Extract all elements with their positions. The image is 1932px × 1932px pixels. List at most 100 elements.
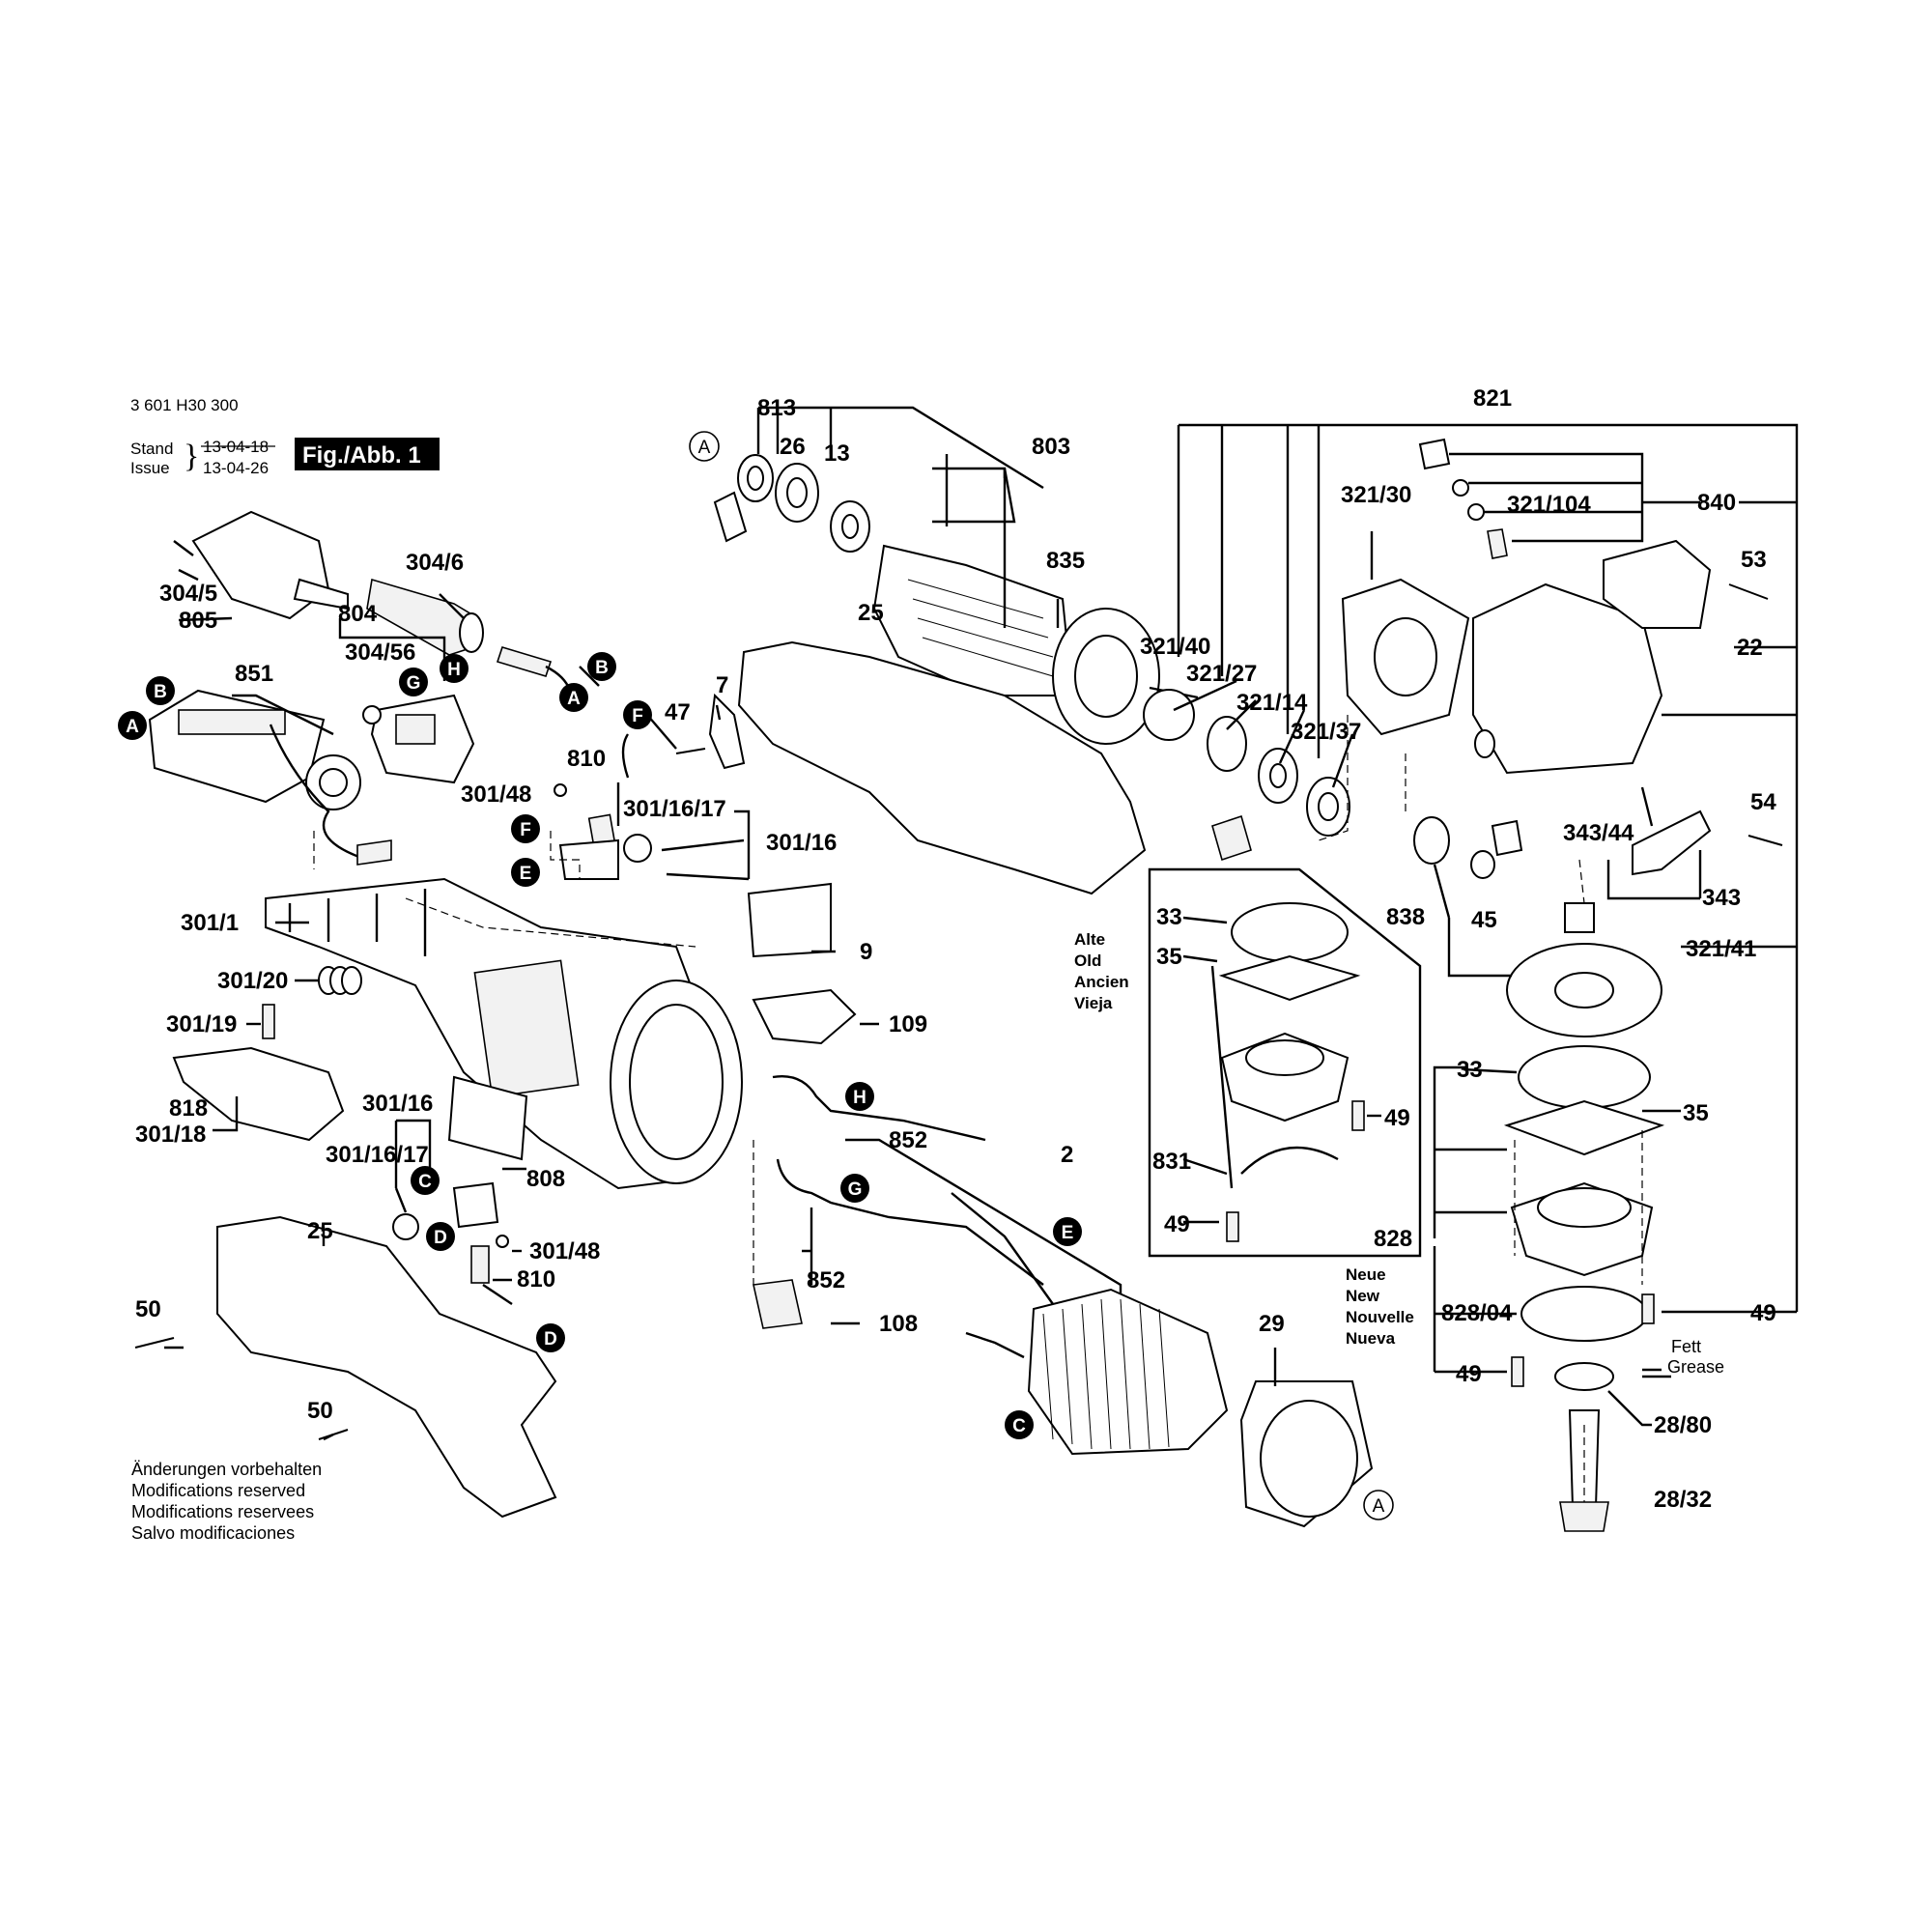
svg-text:F: F [520,820,531,840]
label-828: 828 [1374,1226,1412,1252]
svg-text:New: New [1346,1287,1380,1305]
label-22: 22 [1737,635,1763,661]
fan-baffle [1239,1380,1374,1528]
label-108: 108 [879,1311,918,1337]
cover-22 [1603,539,1712,629]
svg-text:A: A [126,717,139,737]
svg-text:Neue: Neue [1346,1265,1386,1284]
label-47: 47 [665,699,691,725]
gasket-35-new [1503,1099,1665,1156]
pinion-838 [1413,816,1450,865]
svg-text:C: C [1012,1416,1026,1436]
label-29: 29 [1259,1311,1285,1337]
assembly-dashes [313,715,1643,1502]
label-109: 109 [889,1011,927,1037]
connector-h-switch: H [440,654,469,683]
label-321-27: 321/27 [1186,661,1257,687]
electronics-module [148,689,392,866]
label-852-top: 852 [889,1127,927,1153]
svg-text:E: E [1062,1223,1074,1243]
label-321-37: 321/37 [1291,719,1361,745]
label-828-04: 828/04 [1441,1300,1513,1326]
svg-text:Vieja: Vieja [1074,994,1113,1012]
label-321-30: 321/30 [1341,482,1411,508]
svg-text:D: D [544,1329,557,1350]
connector-e-brush: E [511,858,540,887]
label-45: 45 [1471,907,1497,933]
label-9 [747,882,832,958]
issue-label: Issue [130,459,170,477]
ring-321-27 [1207,716,1247,772]
label-301-18: 301/18 [135,1122,206,1148]
label-343: 343 [1702,885,1741,911]
seal-33-old [1231,902,1349,962]
connector-c-coil: C [1005,1410,1034,1439]
ring-828-04 [1520,1286,1648,1342]
label-49-old-bottom: 49 [1164,1211,1190,1237]
label-54: 54 [1750,789,1776,815]
svg-text:H: H [853,1088,867,1108]
label-28-32: 28/32 [1654,1487,1712,1513]
washer-28-80 [1554,1362,1614,1391]
svg-text:C: C [418,1172,432,1192]
brush-holder-lower [452,1181,499,1229]
svg-text:Änderungen vorbehalten: Änderungen vorbehalten [131,1460,322,1479]
connector-a-outline-bottom: A [1363,1490,1394,1520]
cable-piece [496,646,553,677]
old-version-note: Alte Old Ancien Vieja [1074,930,1129,1012]
header-block: 3 601 H30 300 Stand Issue } 13-04-18 13-… [130,396,440,477]
button-840 [1418,438,1451,470]
svg-text:Nueva: Nueva [1346,1329,1396,1348]
brush-holder-top [558,838,619,880]
label-835: 835 [1046,548,1085,574]
label-28-80: 28/80 [1654,1412,1712,1438]
label-838: 838 [1386,904,1425,930]
screw-301-19 [262,1004,275,1039]
connector-d-wire: D [536,1323,565,1352]
wire-holder-108 [753,1279,803,1329]
retainer-831 [1240,1146,1339,1175]
label-831: 831 [1152,1149,1191,1175]
label-301-1: 301/1 [181,910,239,936]
label-7: 7 [716,672,728,698]
svg-text:A: A [1373,1496,1385,1517]
motor-housing [265,877,743,1190]
label-852-lower: 852 [807,1267,845,1293]
screw-49-lower [1511,1356,1524,1387]
field-coil [1027,1288,1229,1456]
label-810-lower: 810 [517,1266,555,1293]
label-9: 9 [860,939,872,965]
label-35-new: 35 [1683,1100,1709,1126]
grease-note: Fett Grease [1667,1337,1724,1377]
gear-head [1472,582,1663,775]
connector-b-cable: B [587,652,616,681]
switch-block [362,694,475,784]
svg-text:Salvo modificaciones: Salvo modificaciones [131,1523,295,1543]
connector-a-cable: A [559,683,588,712]
svg-text:Modifications reserved: Modifications reserved [131,1481,305,1500]
connector-a-outline-top: A [689,431,720,462]
wire-h [772,1075,986,1142]
label-301-16-top: 301/16 [766,830,837,856]
svg-text:F: F [632,706,643,726]
label-304-56: 304/56 [345,639,415,666]
label-25-lower: 25 [307,1218,333,1244]
label-851: 851 [235,661,273,687]
screw-53 [1728,583,1769,600]
screw-301-48-top [554,783,567,797]
label-301-16-mid: 301/16 [362,1091,433,1117]
connector-d-brush: D [426,1222,455,1251]
label-808 [447,1075,528,1161]
label-805: 805 [179,608,217,634]
screw-54 [1747,835,1783,846]
brace-glyph: } [184,439,199,474]
label-321-41: 321/41 [1686,936,1756,962]
doc-number: 3 601 H30 300 [130,396,239,414]
cable-sleeve [366,578,484,656]
screw-49-right [1641,1293,1655,1324]
label-25-top: 25 [858,600,884,626]
svg-text:B: B [154,682,167,702]
svg-text:E: E [520,864,532,884]
screw-50-upper [134,1337,175,1349]
